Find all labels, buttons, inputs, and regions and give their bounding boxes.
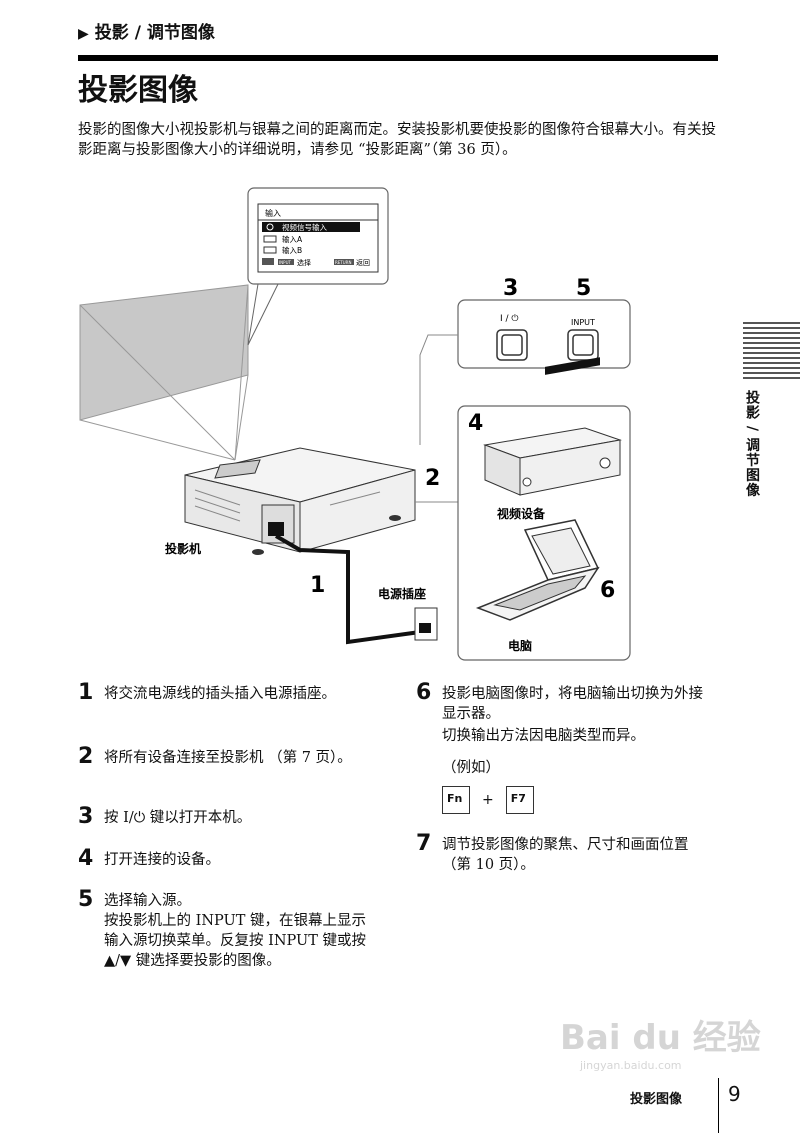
callout-1: 1 xyxy=(310,573,325,598)
side-tab-stripes xyxy=(743,322,800,382)
video-device-illustration xyxy=(483,357,622,496)
callout-2: 2 xyxy=(425,466,440,491)
side-tab-label: 投影 / 调节图像 xyxy=(744,390,760,498)
callout-3: 3 xyxy=(503,276,518,301)
fn-key: Fn xyxy=(442,786,470,814)
input-button xyxy=(567,329,599,361)
label-outlet: 电源插座 xyxy=(378,586,426,601)
key-combo: Fn + F7 xyxy=(442,786,534,814)
intro-paragraph: 投影的图像大小视投影机与银幕之间的距离而定。安装投影机要使投影的图像符合银幕大小… xyxy=(78,122,716,158)
page-title: 投影图像 xyxy=(78,73,198,108)
label-computer: 电脑 xyxy=(508,638,532,653)
menu-item-video: 视频信号输入 xyxy=(282,222,327,232)
power-cord xyxy=(274,534,421,645)
menu-item-input-a: 输入A xyxy=(282,234,303,244)
f7-key: F7 xyxy=(505,786,534,814)
menu-title: 输入 xyxy=(265,208,281,218)
menu-return-tag: RETURN xyxy=(335,260,351,265)
label-video-device: 视频设备 xyxy=(497,506,546,521)
callout-4: 4 xyxy=(468,411,483,436)
footer-rule xyxy=(718,1078,719,1133)
screen-image xyxy=(79,284,249,421)
input-label: INPUT xyxy=(571,318,595,327)
power-button xyxy=(496,329,528,361)
title-rule xyxy=(78,55,718,61)
label-projector: 投影机 xyxy=(165,541,201,556)
page-number: 9 xyxy=(728,1082,741,1106)
power-label: I / ⏻ xyxy=(500,313,519,324)
footer-label: 投影图像 xyxy=(630,1092,683,1107)
breadcrumb-text: 投影 / 调节图像 xyxy=(94,23,215,43)
menu-return-hint: 返回 xyxy=(356,259,370,267)
menu-item-input-b: 输入B xyxy=(282,245,302,255)
baidu-watermark-logo: Bai du 经验 jingyan.baidu.com xyxy=(560,1018,761,1072)
triangle-icon: ▶ xyxy=(78,26,89,42)
control-panel-callout: I / ⏻ INPUT xyxy=(419,299,631,445)
projector-illustration xyxy=(184,447,416,555)
laptop-illustration xyxy=(475,519,600,621)
callout-6: 6 xyxy=(600,578,615,603)
breadcrumb: ▶ 投影 / 调节图像 xyxy=(78,18,215,43)
menu-select-hint: 选择 xyxy=(297,258,311,267)
callout-5: 5 xyxy=(576,276,591,301)
connection-diagram: 输入 视频信号输入 输入A 输入B INPUT 选择 RETURN 返回 I /… xyxy=(79,187,631,661)
menu-input-tag: INPUT xyxy=(279,260,292,265)
menu-callout: 输入 视频信号输入 输入A 输入B INPUT 选择 RETURN 返回 xyxy=(247,187,389,346)
